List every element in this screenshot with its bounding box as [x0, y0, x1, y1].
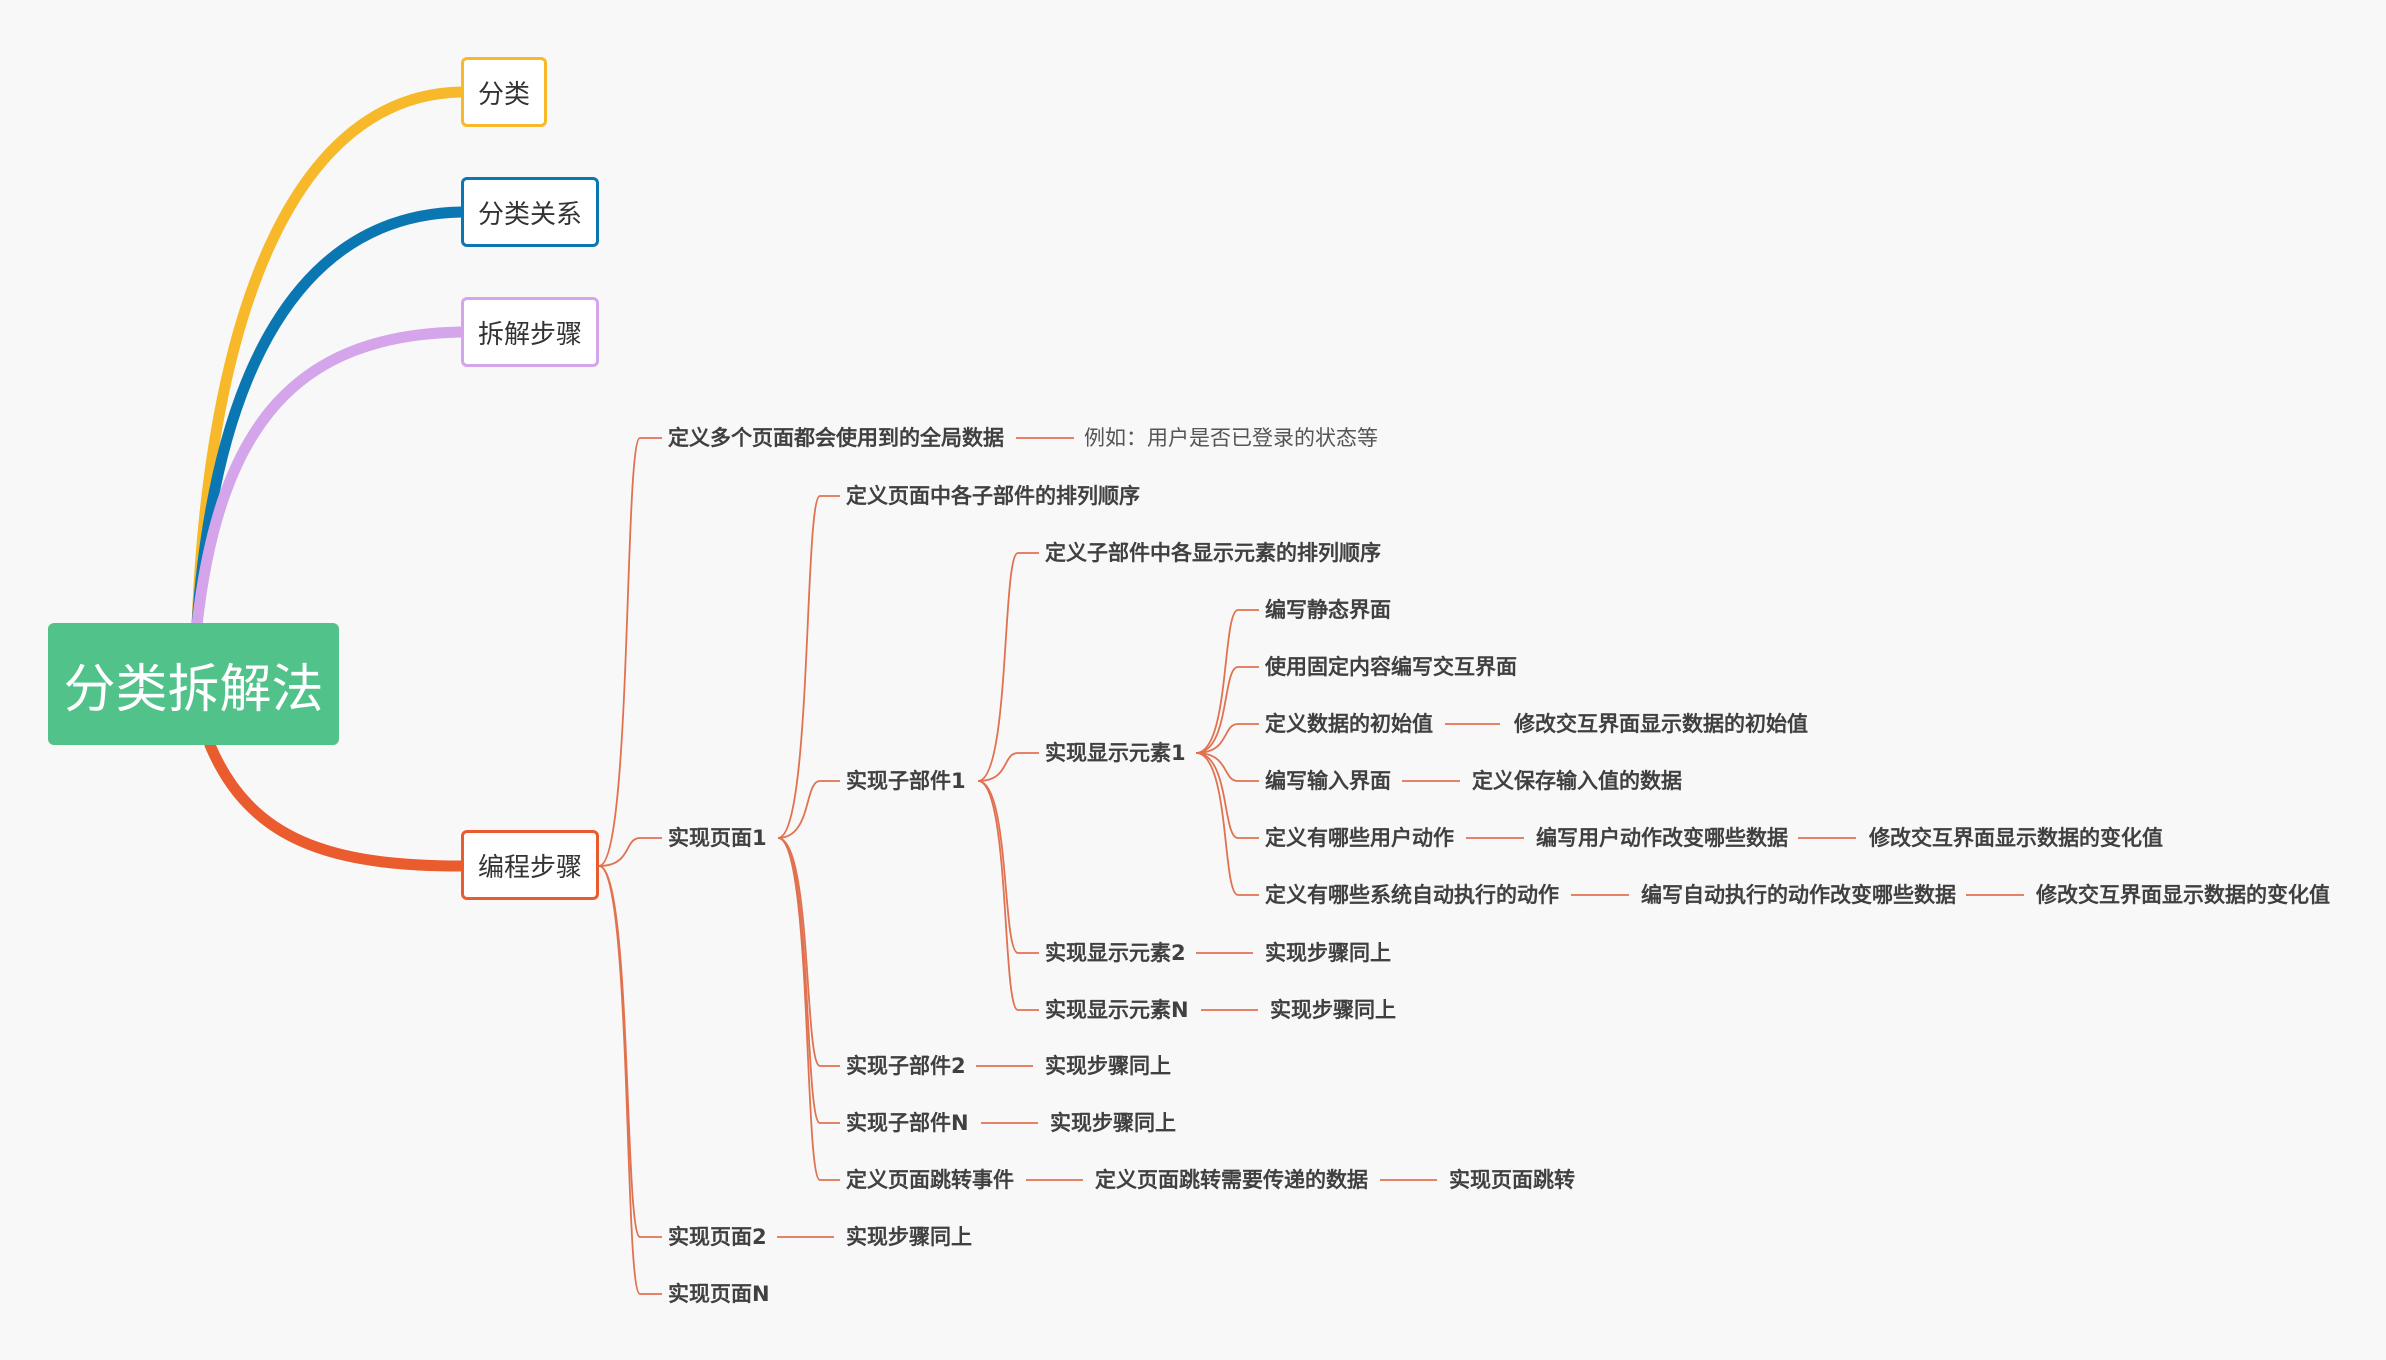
node-init-data-change[interactable]: 修改交互界面显示数据的初始值: [1514, 712, 1808, 736]
node-page-n[interactable]: 实现页面N: [668, 1282, 770, 1306]
topic-node-programming-steps[interactable]: 编程步骤: [461, 830, 599, 900]
connector-sub1-child-2: [977, 780, 1039, 954]
node-auto-actions[interactable]: 定义有哪些系统自动执行的动作: [1265, 883, 1559, 907]
node-jump-event[interactable]: 定义页面跳转事件: [846, 1168, 1014, 1192]
connector-root-programming: [204, 739, 467, 872]
node-user-actions-data[interactable]: 编写用户动作改变哪些数据: [1536, 826, 1788, 850]
node-subcomponent-2-same[interactable]: 实现步骤同上: [1045, 1054, 1171, 1078]
node-auto-actions-data[interactable]: 编写自动执行的动作改变哪些数据: [1641, 883, 1956, 907]
connector-elem1-child-5: [1195, 752, 1259, 896]
connector-elem1-child-0: [1195, 609, 1259, 754]
connector-page1-child-2: [777, 837, 840, 1067]
node-element-n-same[interactable]: 实现步骤同上: [1270, 998, 1396, 1022]
connector-programming-child-3: [598, 865, 662, 1295]
connector-root-decomposition: [191, 326, 467, 631]
node-global-data[interactable]: 定义多个页面都会使用到的全局数据: [668, 426, 1004, 450]
node-user-actions[interactable]: 定义有哪些用户动作: [1265, 826, 1454, 850]
node-subcomponent-2[interactable]: 实现子部件2: [846, 1054, 966, 1078]
node-fixed-content-ui[interactable]: 使用固定内容编写交互界面: [1265, 655, 1517, 679]
node-input-save[interactable]: 定义保存输入值的数据: [1472, 769, 1682, 793]
connector-sub1-child-3: [977, 780, 1039, 1011]
node-page-order[interactable]: 定义页面中各子部件的排列顺序: [846, 484, 1140, 508]
node-auto-actions-change[interactable]: 修改交互界面显示数据的变化值: [2036, 883, 2330, 907]
topic-connectors: [191, 86, 467, 872]
node-element-n[interactable]: 实现显示元素N: [1045, 998, 1189, 1022]
node-page-2[interactable]: 实现页面2: [668, 1225, 767, 1249]
node-element-1[interactable]: 实现显示元素1: [1045, 741, 1186, 765]
connector-page1-child-4: [777, 837, 840, 1181]
connector-root-classification: [191, 86, 467, 631]
node-subcomponent-order[interactable]: 定义子部件中各显示元素的排列顺序: [1045, 541, 1381, 565]
node-global-data-example[interactable]: 例如：用户是否已登录的状态等: [1084, 426, 1378, 450]
node-jump-data[interactable]: 定义页面跳转需要传递的数据: [1095, 1168, 1368, 1192]
connector-programming-child-0: [598, 437, 662, 867]
node-user-actions-change[interactable]: 修改交互界面显示数据的变化值: [1869, 826, 2163, 850]
node-subcomponent-n[interactable]: 实现子部件N: [846, 1111, 969, 1135]
root-topic-node[interactable]: 分类拆解法: [48, 623, 339, 745]
connector-elem1-child-3: [1195, 752, 1259, 782]
node-page-2-same[interactable]: 实现步骤同上: [846, 1225, 972, 1249]
topic-node-decomposition-steps[interactable]: 拆解步骤: [461, 297, 599, 367]
connector-programming-child-2: [598, 865, 662, 1238]
topic-node-classification[interactable]: 分类: [461, 57, 547, 127]
node-element-2[interactable]: 实现显示元素2: [1045, 941, 1186, 965]
connector-sub1-child-1: [977, 752, 1039, 782]
node-init-data[interactable]: 定义数据的初始值: [1265, 712, 1433, 736]
connector-sub1-child-0: [977, 552, 1039, 782]
node-input-ui[interactable]: 编写输入界面: [1265, 769, 1391, 793]
node-static-ui[interactable]: 编写静态界面: [1265, 598, 1391, 622]
branch-connectors: [598, 437, 2024, 1295]
node-jump-do[interactable]: 实现页面跳转: [1449, 1168, 1575, 1192]
connector-root-relation: [191, 206, 467, 631]
node-element-2-same[interactable]: 实现步骤同上: [1265, 941, 1391, 965]
node-subcomponent-1[interactable]: 实现子部件1: [846, 769, 966, 793]
connector-programming-child-1: [598, 837, 662, 867]
node-subcomponent-n-same[interactable]: 实现步骤同上: [1050, 1111, 1176, 1135]
connector-elem1-child-4: [1195, 752, 1259, 839]
connector-page1-child-1: [777, 780, 840, 839]
connector-elem1-child-1: [1195, 666, 1259, 754]
connector-page1-child-0: [777, 495, 840, 839]
connector-elem1-child-2: [1195, 723, 1259, 754]
topic-node-classification-relation[interactable]: 分类关系: [461, 177, 599, 247]
node-page-1[interactable]: 实现页面1: [668, 826, 767, 850]
